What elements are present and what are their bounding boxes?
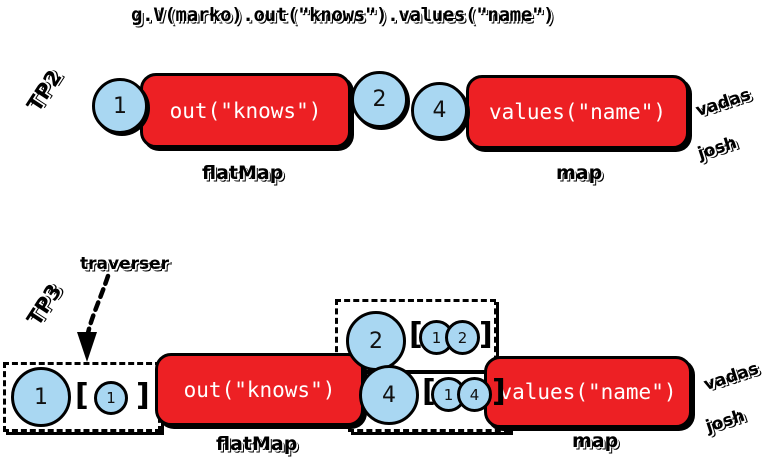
step-kind-map-tp3: map (572, 430, 619, 452)
traverser-1-close-bracket: ] (136, 378, 150, 413)
object-value: 2 (372, 87, 387, 112)
traverser-object-2: 2 (351, 71, 408, 128)
step-code: values("name") (488, 100, 666, 124)
step-code: out("knows") (169, 98, 322, 123)
step-flatmap-tp2[interactable]: out("knows") (140, 73, 351, 148)
step-map-tp3[interactable]: values("name") (484, 356, 692, 428)
path-value: 4 (469, 385, 480, 404)
path-value: 2 (457, 328, 468, 347)
traverser-object-1: 1 (92, 78, 148, 134)
object-value: 4 (432, 98, 447, 123)
object-value: 1 (34, 384, 48, 410)
step-flatmap-tp3[interactable]: out("knows") (155, 353, 364, 426)
traverser-3-close-bracket: ] (492, 374, 506, 409)
step-code: values("name") (499, 380, 677, 404)
annotation-traverser: traverser (80, 254, 170, 274)
traverser-3-object: 4 (359, 365, 419, 425)
result-vadas-tp2: vadas (693, 84, 754, 122)
traverser-1-path-0: 1 (94, 381, 128, 415)
step-code: out("knows") (183, 377, 336, 402)
object-value: 4 (382, 382, 396, 408)
traverser-2-object: 2 (346, 311, 406, 371)
path-value: 1 (443, 385, 454, 404)
traverser-2-path-1: 2 (445, 320, 480, 355)
object-value: 2 (369, 328, 383, 354)
result-vadas-tp3: vadas (701, 358, 762, 396)
traverser-3-path-1: 4 (457, 377, 492, 412)
step-kind-flatmap-tp3: flatMap (216, 433, 298, 455)
traverser-1-open-bracket: [ (75, 378, 89, 413)
row-label-tp2: TP2 (22, 65, 67, 116)
step-map-tp2[interactable]: values("name") (466, 75, 689, 149)
step-kind-map-tp2: map (556, 162, 603, 184)
traverser-callout-arrow (77, 273, 111, 362)
path-value: 1 (106, 389, 116, 407)
result-josh-tp2: josh (695, 132, 740, 165)
traverser-1-object: 1 (11, 367, 71, 427)
step-kind-flatmap-tp2: flatMap (202, 162, 284, 184)
path-value: 1 (431, 328, 442, 347)
traverser-object-4: 4 (411, 82, 468, 139)
object-value: 1 (113, 93, 127, 119)
traverser-2-close-bracket: ] (479, 317, 493, 352)
result-josh-tp3: josh (703, 405, 748, 438)
page-title: g.V(marko).out("knows").values("name") (131, 4, 555, 26)
